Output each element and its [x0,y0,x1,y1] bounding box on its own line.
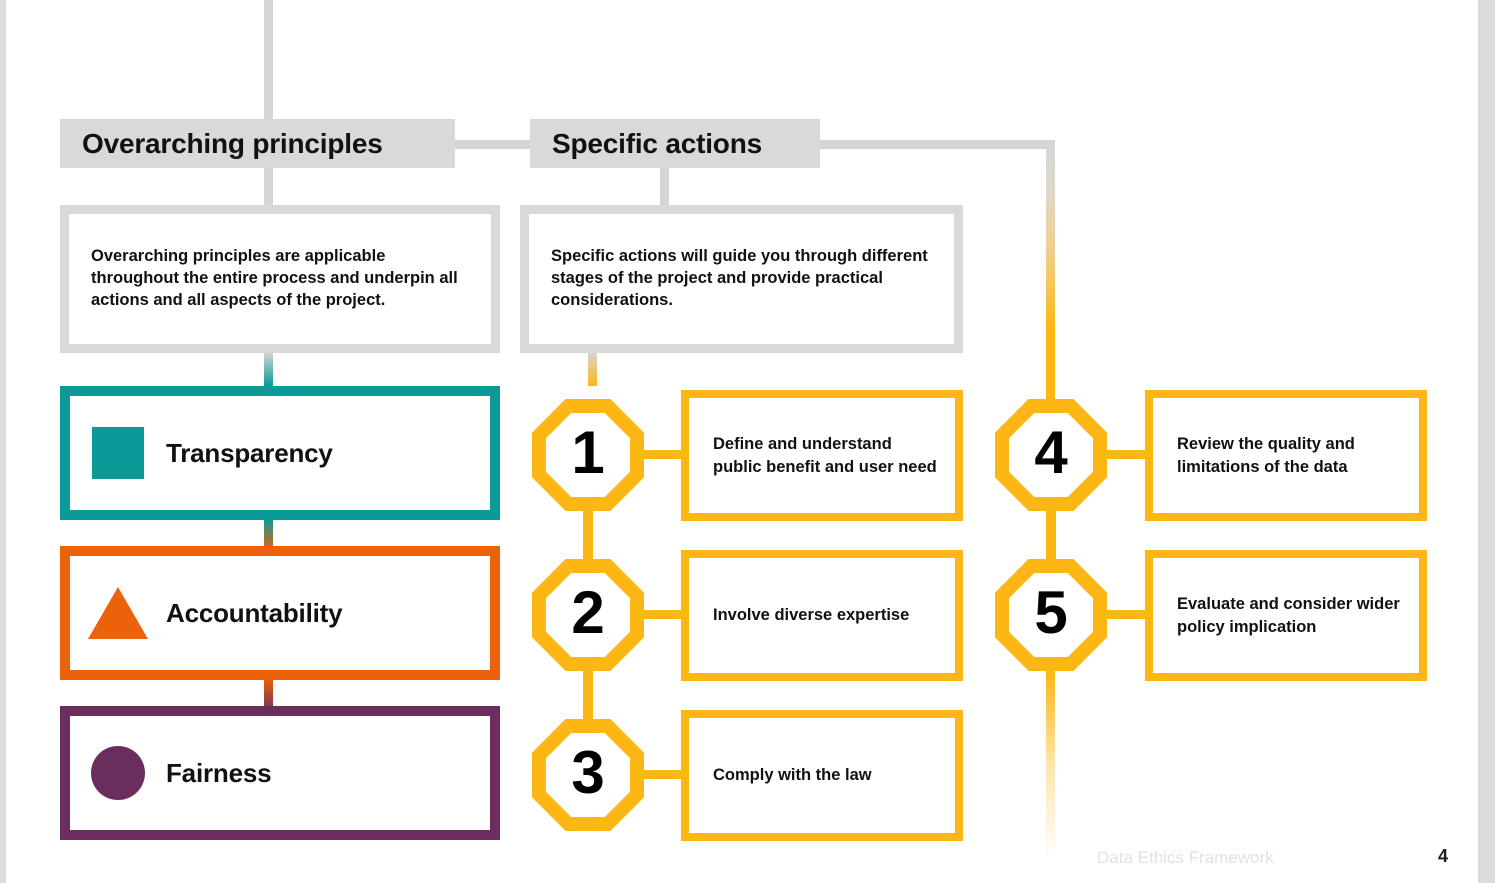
connector-right-column-drop [1046,140,1055,402]
connector-step1-to-step2 [583,505,593,560]
step-number: 4 [1034,419,1068,486]
step-marker-4[interactable]: 4 [995,399,1107,511]
step-marker-inner: 4 [1009,413,1093,497]
step-marker-2[interactable]: 2 [532,559,644,671]
action-box-1[interactable]: Define and understand public benefit and… [681,390,963,521]
connector-step2-to-step3 [583,665,593,720]
action-text: Evaluate and consider wider policy impli… [1177,595,1400,636]
column-header-overarching-principles: Overarching principles [60,119,455,168]
page-edge-left [0,0,6,883]
principle-card-fairness[interactable]: Fairness [60,706,500,840]
connector-step2-to-box [640,610,686,619]
step-marker-inner: 5 [1009,573,1093,657]
page-edge-right [1478,0,1495,883]
footer-document-title-text: Data Ethics Framework [1097,848,1274,867]
connector-step4-to-box [1103,450,1150,459]
step-marker-5[interactable]: 5 [995,559,1107,671]
principle-label: Fairness [166,757,272,788]
connector-top-vertical-left [264,0,273,212]
connector-step4-to-step5 [1046,505,1056,560]
connector-specific-to-step1 [588,352,597,386]
step-marker-inner: 1 [546,413,630,497]
connector-overarching-to-transparency [264,352,273,386]
connector-accountability-to-fairness [264,679,273,712]
principle-card-transparency[interactable]: Transparency [60,386,500,520]
action-text: Review the quality and limitations of th… [1177,435,1355,476]
connector-transparency-to-accountability [264,519,273,552]
step-marker-inner: 3 [546,733,630,817]
step-marker-inner: 2 [546,573,630,657]
description-text: Specific actions will guide you through … [551,247,928,309]
action-box-3[interactable]: Comply with the law [681,710,963,841]
step-number: 5 [1034,579,1068,646]
footer-document-title: Data Ethics Framework [1097,848,1274,868]
description-box-overarching: Overarching principles are applicable th… [60,205,500,353]
connector-headers-bridge [455,140,530,149]
connector-step3-to-box [640,770,686,779]
transparency-square-icon [70,427,166,479]
description-text: Overarching principles are applicable th… [91,247,458,309]
action-text: Define and understand public benefit and… [713,435,937,476]
accountability-triangle-icon [70,587,166,639]
step-number: 2 [571,579,605,646]
principle-label: Accountability [166,597,343,628]
column-header-specific-actions: Specific actions [530,119,820,168]
step-number: 3 [571,739,605,806]
footer-page-number: 4 [1438,846,1448,867]
fairness-circle-icon [70,746,166,800]
connector-specific-header-down [660,168,669,214]
step-marker-1[interactable]: 1 [532,399,644,511]
column-header-label: Overarching principles [82,127,383,159]
action-box-2[interactable]: Involve diverse expertise [681,550,963,681]
description-box-specific: Specific actions will guide you through … [520,205,963,353]
step-number: 1 [571,419,605,486]
principle-label: Transparency [166,437,333,468]
connector-step1-to-box [640,450,686,459]
connector-header-to-right-column [820,140,1055,149]
action-text: Involve diverse expertise [713,606,910,625]
column-header-label: Specific actions [552,127,762,159]
connector-right-column-tail [1046,670,1055,860]
principle-card-accountability[interactable]: Accountability [60,546,500,680]
action-box-5[interactable]: Evaluate and consider wider policy impli… [1145,550,1427,681]
footer-page-number-text: 4 [1438,846,1449,866]
action-text: Comply with the law [713,766,872,785]
connector-step5-to-box [1103,610,1150,619]
step-marker-3[interactable]: 3 [532,719,644,831]
action-box-4[interactable]: Review the quality and limitations of th… [1145,390,1427,521]
